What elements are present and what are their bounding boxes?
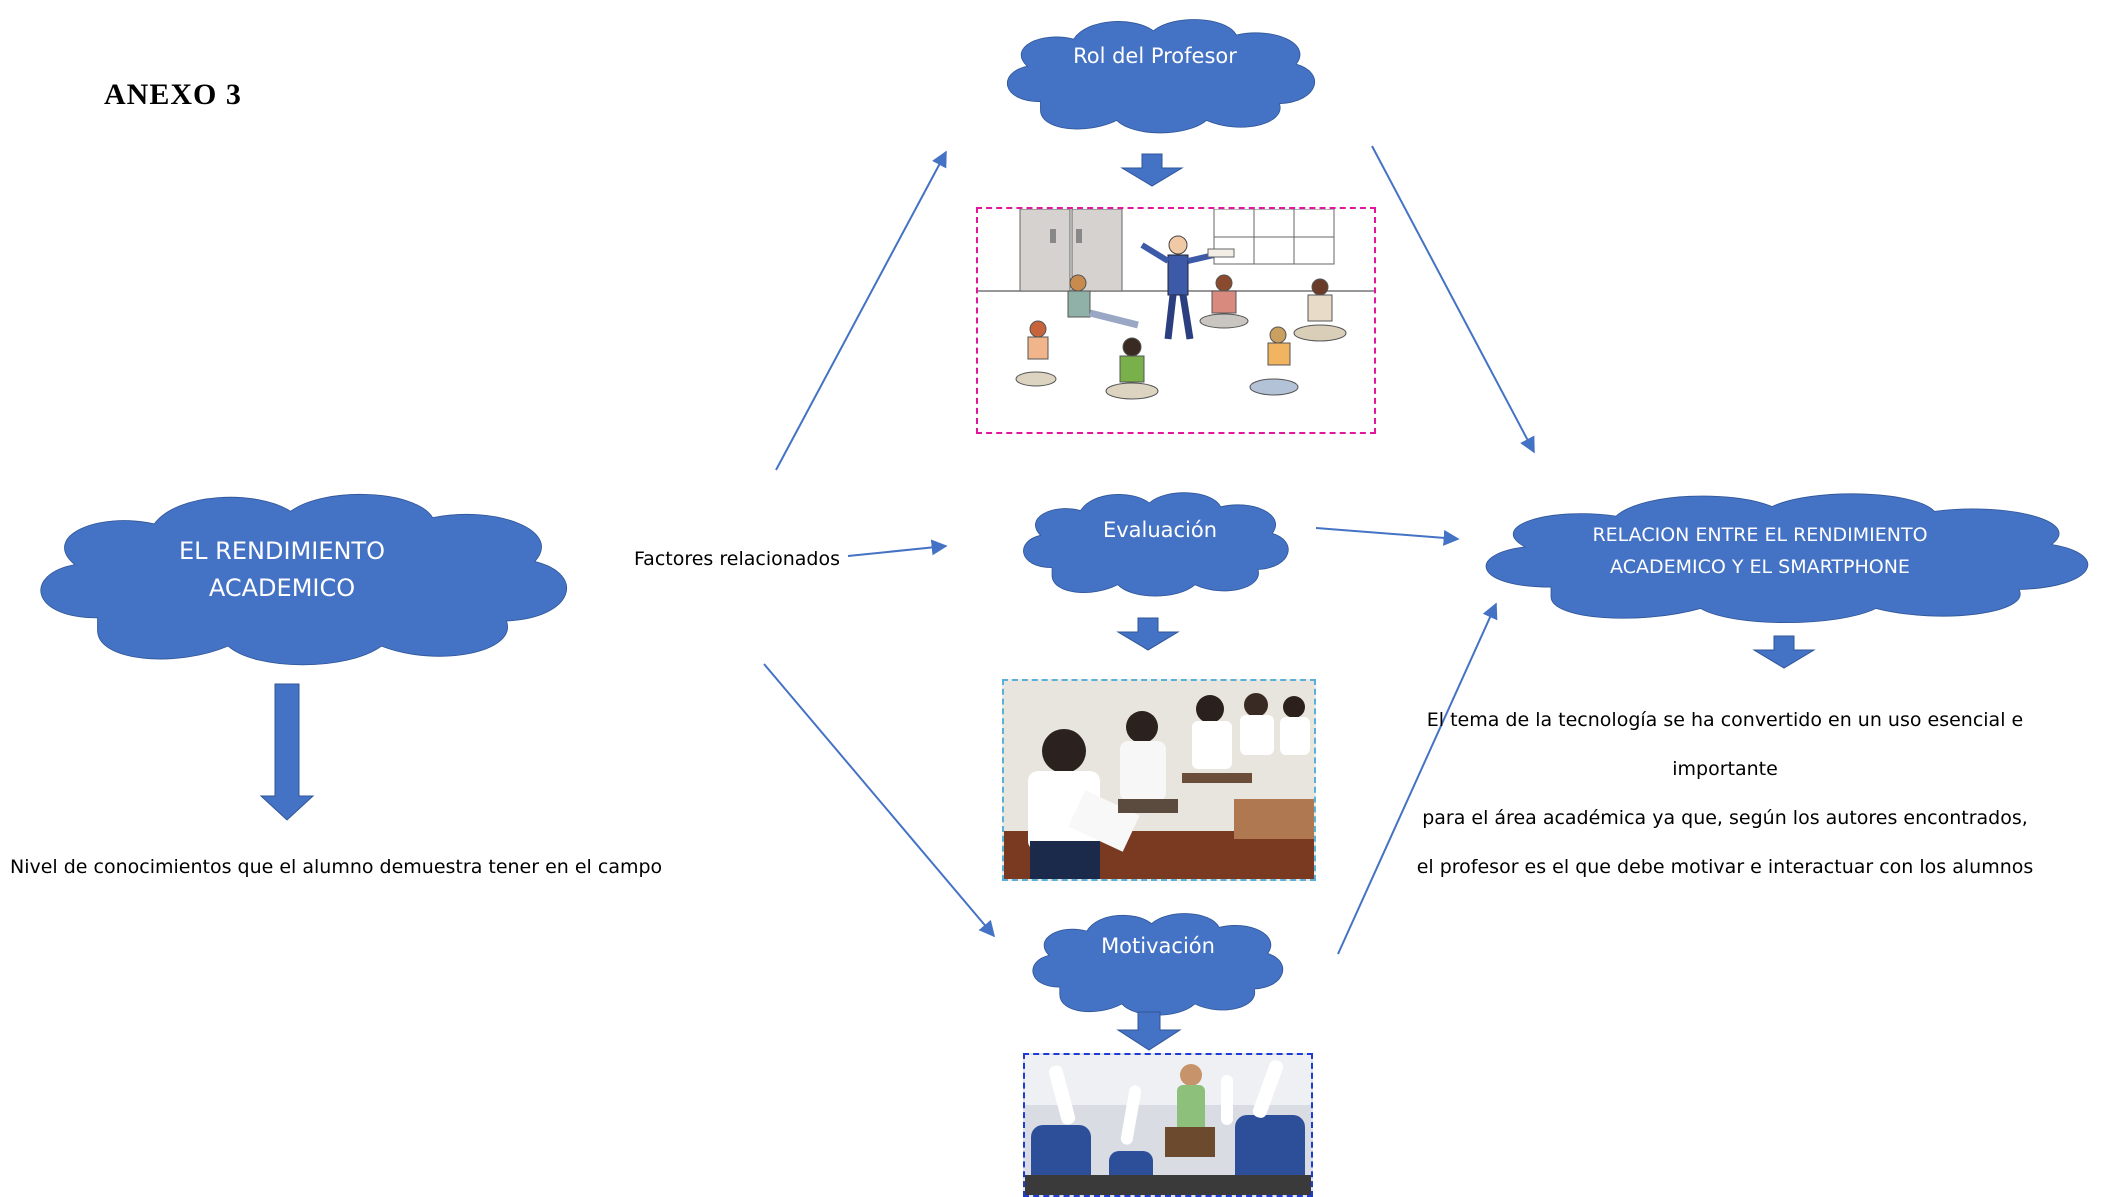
block-arrow-evaluacion <box>1116 617 1180 651</box>
arrow-evaluacion-to-relacion <box>1315 527 1460 546</box>
nivel-label: Nivel de conocimientos que el alumno dem… <box>10 856 663 878</box>
block-arrow-relacion <box>1752 635 1816 669</box>
students-exam-image <box>1002 679 1316 881</box>
cloud-evaluacion-label: Evaluación <box>1102 517 1218 542</box>
factores-label: Factores relacionados <box>634 548 840 570</box>
arrow-to-rol <box>775 150 947 471</box>
arrow-to-evaluacion <box>847 539 948 557</box>
block-arrow-main <box>259 683 315 821</box>
block-arrow-motivacion <box>1116 1011 1182 1051</box>
page-title: ANEXO 3 <box>104 78 242 111</box>
block-arrow-rol <box>1120 153 1184 187</box>
arrow-rol-to-relacion <box>1371 145 1535 454</box>
conclusion-line-3: el profesor es el que debe motivar e int… <box>1416 856 2034 878</box>
conclusion-text: El tema de la tecnología se ha convertid… <box>1380 696 2070 892</box>
conclusion-line-2: para el área académica ya que, según los… <box>1422 807 2028 829</box>
cloud-main-label: EL RENDIMIENTO ACADEMICO <box>179 536 385 602</box>
cloud-motivacion-label: Motivación <box>1101 933 1215 958</box>
cloud-relacion-label: RELACION ENTRE EL RENDIMIENTO ACADEMICO … <box>1592 523 1928 578</box>
classroom-hands-image <box>1023 1053 1313 1197</box>
arrow-motivacion-to-relacion <box>1337 602 1498 955</box>
conclusion-line-1: El tema de la tecnología se ha convertid… <box>1426 709 2024 780</box>
cloud-rol-label: Rol del Profesor <box>1073 43 1237 68</box>
arrow-to-motivacion <box>763 663 996 938</box>
teacher-illustration-image <box>976 207 1376 434</box>
